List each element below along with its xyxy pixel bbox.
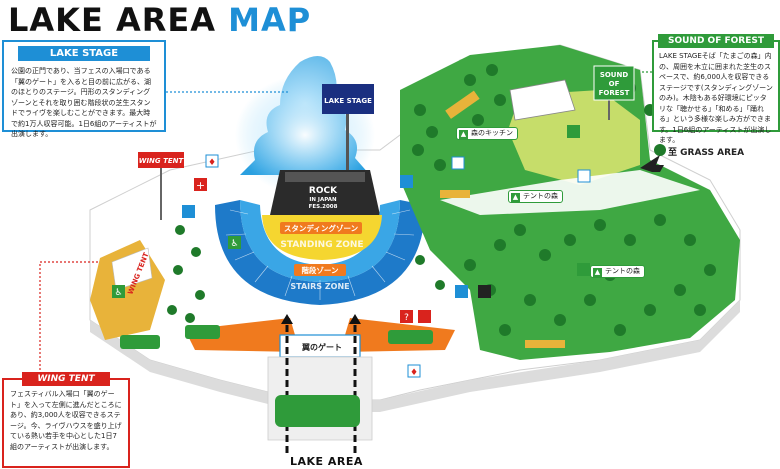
- entrance-arrow-right: [349, 314, 361, 324]
- tent-forest-label-2: テントの森: [605, 267, 640, 275]
- grass-area-label: 至 GRASS AREA: [668, 148, 745, 158]
- lawn-patch-4: [120, 335, 160, 349]
- lawn-patch-3: [388, 330, 433, 344]
- entrance-arrow-left: [281, 314, 293, 324]
- rock-logo-3: FES.2008: [309, 204, 338, 210]
- page-title: LAKE AREA MAP: [8, 2, 311, 38]
- locker-icon: [182, 205, 195, 218]
- rock-logo-2: IN JAPAN: [309, 197, 337, 203]
- restroom-icon-4: [577, 169, 591, 183]
- svg-text:♦: ♦: [410, 368, 418, 378]
- tent-forest-label-1: テントの森: [523, 192, 558, 200]
- wing-tent-sign-label: WING TENT: [139, 157, 185, 165]
- lake-area-label: LAKE AREA: [290, 455, 363, 468]
- stairs-zone-label: 階段ゾーン: [301, 265, 339, 275]
- wheelchair-icon: ♿: [228, 236, 241, 249]
- lake-stage-pole: [346, 100, 349, 178]
- standing-zone-label: スタンディングゾーン: [284, 223, 359, 233]
- forest-kitchen-label: 森のキッチン: [471, 129, 513, 137]
- trash-icon: [478, 285, 491, 298]
- tent-icon: [577, 263, 590, 276]
- sound-of-forest-description: LAKE STAGEそば「たまごの森」内の、周囲を木立に囲まれた芝生のスペースで…: [659, 52, 773, 144]
- sound-of-forest-info-box: SOUND OF FOREST LAKE STAGEそば「たまごの森」内の、周囲…: [652, 34, 780, 144]
- wheelchair-icon-2: ♿: [112, 285, 125, 298]
- gate-wing-left: [185, 318, 300, 352]
- forest-stage: [509, 79, 576, 121]
- restroom-icon-2: ♦: [407, 364, 421, 378]
- sound-of-forest-heading: SOUND OF FOREST: [658, 34, 774, 48]
- first-aid-icon: +: [194, 178, 207, 192]
- wing-tent-tent: [111, 247, 153, 291]
- stands-inner: [240, 200, 400, 282]
- tent-icon-label-2: ▲: [593, 268, 602, 277]
- standing-zone-en: STANDING ZONE: [280, 240, 363, 250]
- rock-logo-1: ROCK: [309, 186, 338, 196]
- forest-sign-2: OF: [609, 80, 620, 88]
- svg-text:♦: ♦: [208, 158, 216, 168]
- grass-area-arrow: [640, 155, 664, 172]
- forest-trees: [167, 64, 716, 336]
- forest-kitchen-tag: ▲森のキッチン: [456, 127, 518, 140]
- lawn-patch-2: [185, 325, 220, 339]
- smoking-icon: [418, 310, 431, 323]
- tent-forest-tag-2: ▲テントの森: [590, 265, 645, 278]
- lake-stage-info-box: LAKE STAGE 公園の正門であり、当フェスの入場口である「翼のゲート」を入…: [2, 40, 166, 138]
- stairs-zone-en: STAIRS ZONE: [290, 282, 349, 291]
- lawn-patch-1: [275, 395, 360, 427]
- wing-tent-flag: [138, 152, 184, 168]
- restroom-icon: ♦: [205, 154, 219, 168]
- stage-roof: [285, 172, 365, 182]
- title-part1: LAKE AREA: [8, 1, 216, 39]
- wing-tent-info-box: WING TENT フェスティバル入場口「翼のゲート」を入って左側に進んだところ…: [2, 372, 130, 468]
- stairs-zone-label-bg: [294, 264, 346, 276]
- lake-stage-description: 公園の正門であり、当フェスの入場口である「翼のゲート」を入ると目の前に広がる、湖…: [11, 67, 157, 138]
- svg-text:♿: ♿: [230, 239, 238, 249]
- title-part2: MAP: [228, 1, 312, 39]
- lake-stage-sign-label: LAKE STAGE: [324, 97, 372, 105]
- forest-sign-3: FOREST: [599, 89, 630, 97]
- tent-forest-tag-1: ▲テントの森: [508, 190, 563, 203]
- kitchen-icon: ▲: [459, 130, 468, 139]
- lake-stage-heading: LAKE STAGE: [18, 46, 150, 61]
- svg-text:?: ?: [404, 313, 409, 323]
- svg-text:♿: ♿: [114, 288, 122, 298]
- stands-ring: [215, 200, 425, 305]
- forest-sign-1: SOUND: [600, 71, 629, 79]
- svg-text:+: +: [196, 179, 205, 192]
- grass-strip: [440, 170, 700, 215]
- tent-icon-label-1: ▲: [511, 193, 520, 202]
- shop-icon: ?: [400, 310, 413, 323]
- forest-stage-flag: [593, 65, 635, 101]
- restroom-icon-3: [451, 156, 465, 170]
- info-icon: [400, 175, 413, 188]
- wing-tent-heading: WING TENT: [22, 372, 110, 386]
- facility-blocks: [440, 90, 565, 348]
- gate-label: 翼のゲート: [301, 342, 342, 352]
- standing-zone-label-bg: [280, 222, 362, 234]
- drink-icon: [455, 285, 468, 298]
- stand-lines: [225, 209, 415, 300]
- wing-tent-description: フェスティバル入場口「翼のゲート」を入って左側に進んだところにあり、約3,000…: [10, 390, 122, 451]
- wing-tent-pole: [160, 160, 162, 220]
- lake-stage-flag: [322, 84, 374, 114]
- wheelchair-icon-3: [567, 125, 580, 138]
